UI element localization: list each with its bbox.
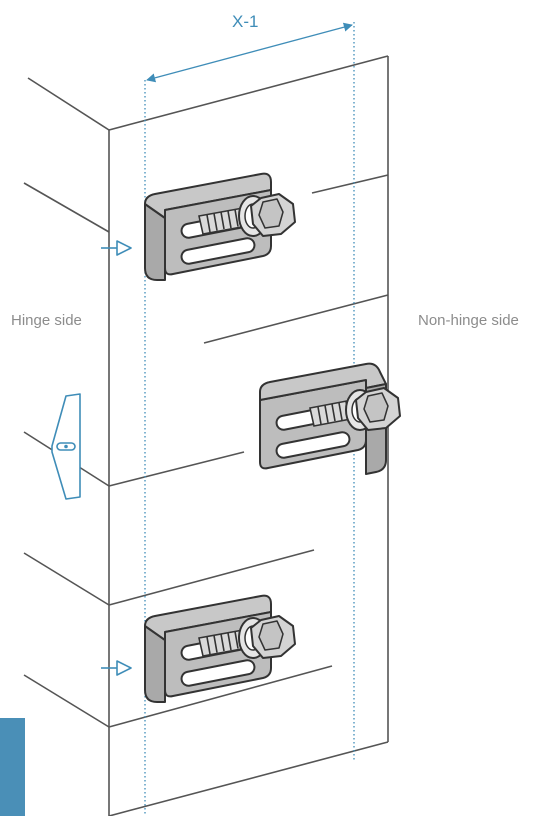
hinge-arrow-icon [100, 660, 132, 676]
dimension-line [146, 22, 353, 83]
mounting-bracket-icon [144, 172, 296, 281]
wall-line-4 [23, 552, 110, 606]
hinge-arrow-bottom [100, 660, 132, 676]
wall-line-5 [23, 674, 110, 728]
frame-joint-line-1 [108, 451, 245, 487]
hinge-arrow-icon [100, 240, 132, 256]
mounting-bracket-top [144, 172, 296, 281]
hinge-arrow-top [100, 240, 132, 256]
hinge-icon [51, 393, 81, 500]
non-hinge-side-label: Non-hinge side [418, 312, 519, 329]
mounting-bracket-bottom [144, 594, 296, 703]
mounting-bracket-icon [144, 594, 296, 703]
frame-mark-line-1 [311, 174, 389, 194]
frame-joint-line-3 [108, 665, 333, 728]
wall-line-2 [23, 182, 110, 233]
frame-top-edge [108, 55, 389, 131]
wall-line-1 [27, 77, 110, 131]
mounting-bracket-middle [259, 362, 401, 475]
dimension-label: X-1 [232, 12, 259, 31]
corner-tab [0, 718, 25, 816]
frame-joint-line-2 [108, 549, 315, 606]
frame-mark-line-2 [203, 294, 389, 344]
frame-bottom-edge [108, 741, 389, 817]
hinge-side-label: Hinge side [11, 312, 82, 329]
